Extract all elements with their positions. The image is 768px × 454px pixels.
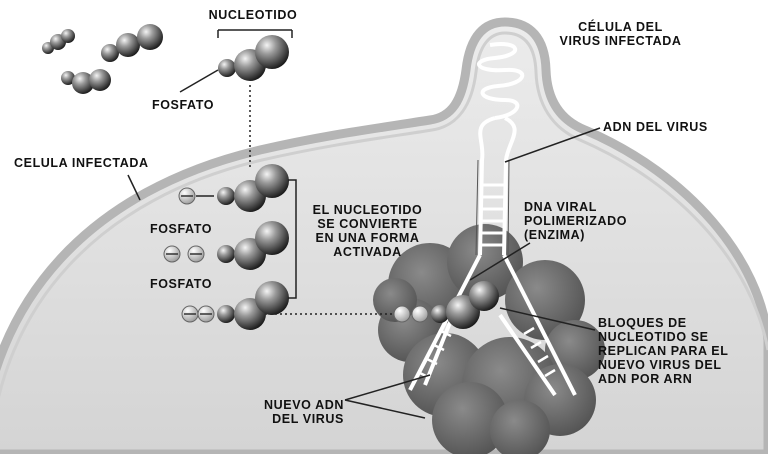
activated-nucleotide-3 bbox=[181, 281, 289, 330]
label-fosfato-1: FOSFATO bbox=[150, 222, 213, 236]
viral-dna-rungs bbox=[480, 183, 505, 247]
infected-cell-inner-membrane bbox=[0, 31, 768, 399]
activated-bracket bbox=[288, 179, 297, 299]
label-fosfato-2: FOSFATO bbox=[150, 277, 213, 291]
nuevo-adn-pointers bbox=[344, 374, 431, 419]
label-bloques: BLOQUES DE NUCLEOTIDO SE REPLICAN PARA E… bbox=[598, 316, 729, 386]
viral-dna-outline bbox=[475, 159, 510, 256]
replication-rungs bbox=[417, 326, 556, 380]
nucleotide-top bbox=[179, 29, 293, 93]
label-fosfato-top: FOSFATO bbox=[152, 98, 215, 112]
label-dna-polimerizado: DNA VIRAL POLIMERIZADO (ENZIMA) bbox=[524, 200, 628, 242]
viral-dna-strand bbox=[477, 42, 525, 256]
label-nuevo-adn: NUEVO ADN DEL VIRUS bbox=[264, 398, 344, 426]
incoming-nucleotide bbox=[393, 281, 499, 329]
label-celula-infectada: CELULA INFECTADA bbox=[14, 156, 149, 170]
label-adn-virus: ADN DEL VIRUS bbox=[603, 120, 708, 134]
pointer-lines bbox=[127, 127, 601, 331]
free-nucleotides bbox=[42, 24, 163, 94]
label-celula-virus: CÉLULA DEL VIRUS INFECTADA bbox=[559, 20, 682, 48]
label-nucleotido: NUCLEOTIDO bbox=[208, 8, 298, 22]
activated-nucleotide-2 bbox=[163, 221, 289, 270]
enzyme-cloud bbox=[373, 224, 605, 454]
label-activated-note: EL NUCLEOTIDO SE CONVIERTE EN UNA FORMA … bbox=[312, 203, 423, 259]
dotted-guide bbox=[249, 85, 405, 315]
activated-nucleotide-1 bbox=[178, 164, 289, 212]
